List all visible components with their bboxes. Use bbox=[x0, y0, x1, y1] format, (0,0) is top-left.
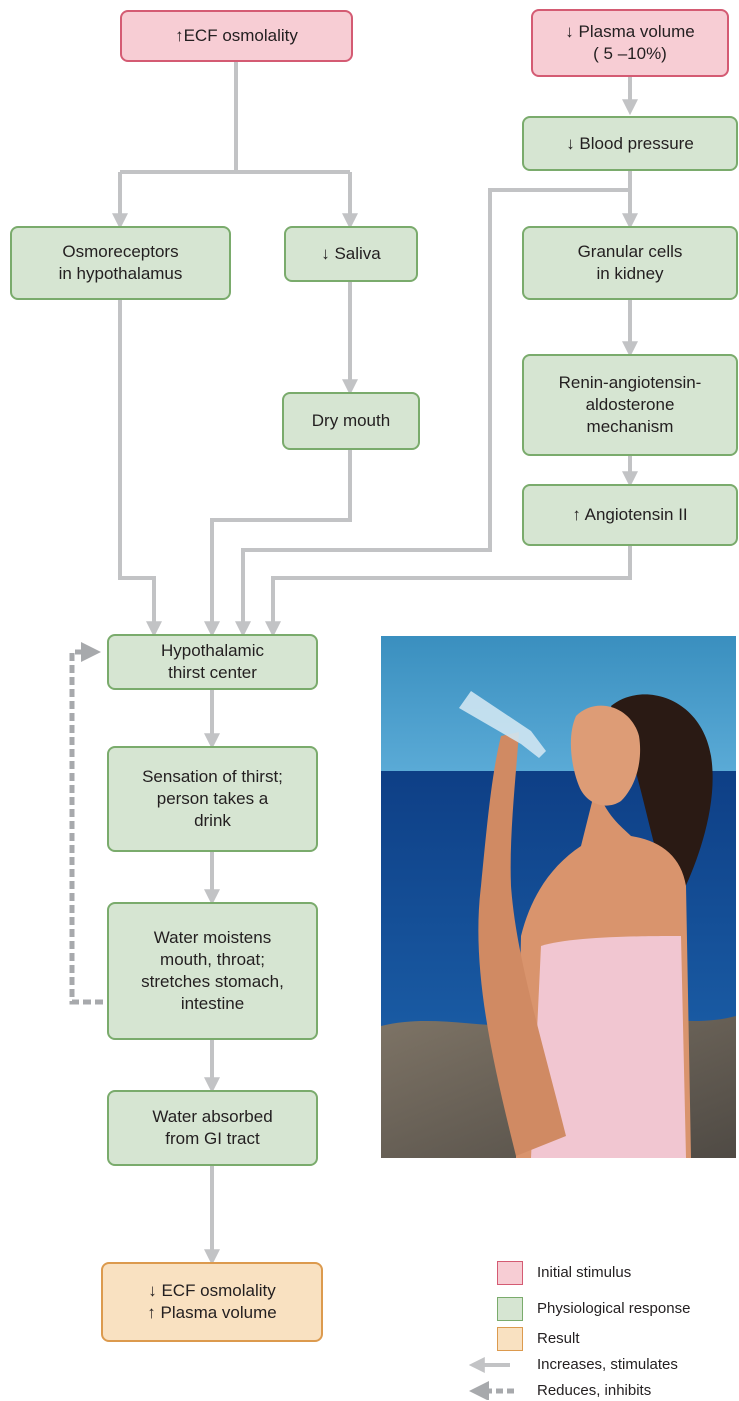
legend-swatch-result bbox=[497, 1327, 523, 1351]
legend-label-initial: Initial stimulus bbox=[537, 1264, 632, 1281]
box-blood-pressure-down: ↓ Blood pressure bbox=[522, 116, 738, 171]
box-granular-cells: Granular cells in kidney bbox=[522, 226, 738, 300]
box-plasma-volume-down-label: ↓ Plasma volume ( 5 –10%) bbox=[565, 22, 695, 63]
legend-label-physio: Physiological response bbox=[537, 1300, 691, 1317]
box-ecf-osmolality-up: ↑ECF osmolality bbox=[120, 10, 353, 62]
woman-drinking-photo bbox=[381, 636, 736, 1158]
box-water-moistens: Water moistens mouth, throat; stretches … bbox=[107, 902, 318, 1040]
box-water-moistens-label: Water moistens mouth, throat; stretches … bbox=[141, 928, 284, 1013]
box-angiotensin-up-label: ↑ Angiotensin II bbox=[572, 505, 688, 524]
box-water-absorbed: Water absorbed from GI tract bbox=[107, 1090, 318, 1166]
box-blood-pressure-down-label: ↓ Blood pressure bbox=[566, 133, 694, 153]
legend-label-reduces: Reduces, inhibits bbox=[537, 1382, 652, 1399]
box-angiotensin-up: ↑ Angiotensin II bbox=[522, 484, 738, 546]
box-sensation-of-thirst-label: Sensation of thirst; person takes a drin… bbox=[142, 767, 283, 830]
box-osmoreceptors: Osmoreceptors in hypothalamus bbox=[10, 226, 231, 300]
box-saliva-down-label: ↓ Saliva bbox=[321, 244, 381, 263]
box-osmoreceptors-label: Osmoreceptors in hypothalamus bbox=[58, 242, 183, 283]
legend-swatch-physio bbox=[497, 1297, 523, 1321]
arrow-ecf-to-osmoreceptors bbox=[120, 170, 350, 222]
box-dry-mouth: Dry mouth bbox=[282, 392, 420, 450]
arrow-drymouth-to-thirst bbox=[204, 450, 352, 638]
box-saliva-down: ↓ Saliva bbox=[284, 226, 418, 282]
arrow-osmoreceptors-to-thirst bbox=[118, 300, 162, 638]
box-dry-mouth-label: Dry mouth bbox=[311, 411, 391, 430]
result-plasma-volume-up: ↑ Plasma volume bbox=[147, 1303, 277, 1322]
box-thirst-center-label: Hypothalamic thirst center bbox=[161, 641, 264, 682]
box-ecf-osmolality-up-label: ↑ECF osmolality bbox=[175, 26, 298, 45]
arrow-bp-to-thirst bbox=[235, 188, 630, 638]
box-result: ↓ ECF osmolality ↑ Plasma volume bbox=[101, 1262, 323, 1342]
box-granular-cells-label: Granular cells in kidney bbox=[577, 242, 683, 283]
box-raas-label: Renin-angiotensin- aldosterone mechanism bbox=[558, 373, 702, 436]
feedback-dashed-arrow bbox=[69, 642, 103, 1005]
box-raas: Renin-angiotensin- aldosterone mechanism bbox=[522, 354, 738, 456]
legend-swatch-initial bbox=[497, 1261, 523, 1285]
box-water-absorbed-label: Water absorbed from GI tract bbox=[152, 1107, 273, 1148]
box-thirst-center: Hypothalamic thirst center bbox=[107, 634, 318, 690]
result-ecf-osmolality-down: ↓ ECF osmolality bbox=[148, 1281, 276, 1300]
arrow-angiotensin-to-thirst bbox=[265, 546, 632, 638]
box-plasma-volume-down: ↓ Plasma volume ( 5 –10%) bbox=[531, 9, 729, 77]
legend-label-increases: Increases, stimulates bbox=[537, 1356, 678, 1373]
box-sensation-of-thirst: Sensation of thirst; person takes a drin… bbox=[107, 746, 318, 852]
legend-label-result: Result bbox=[537, 1330, 580, 1347]
